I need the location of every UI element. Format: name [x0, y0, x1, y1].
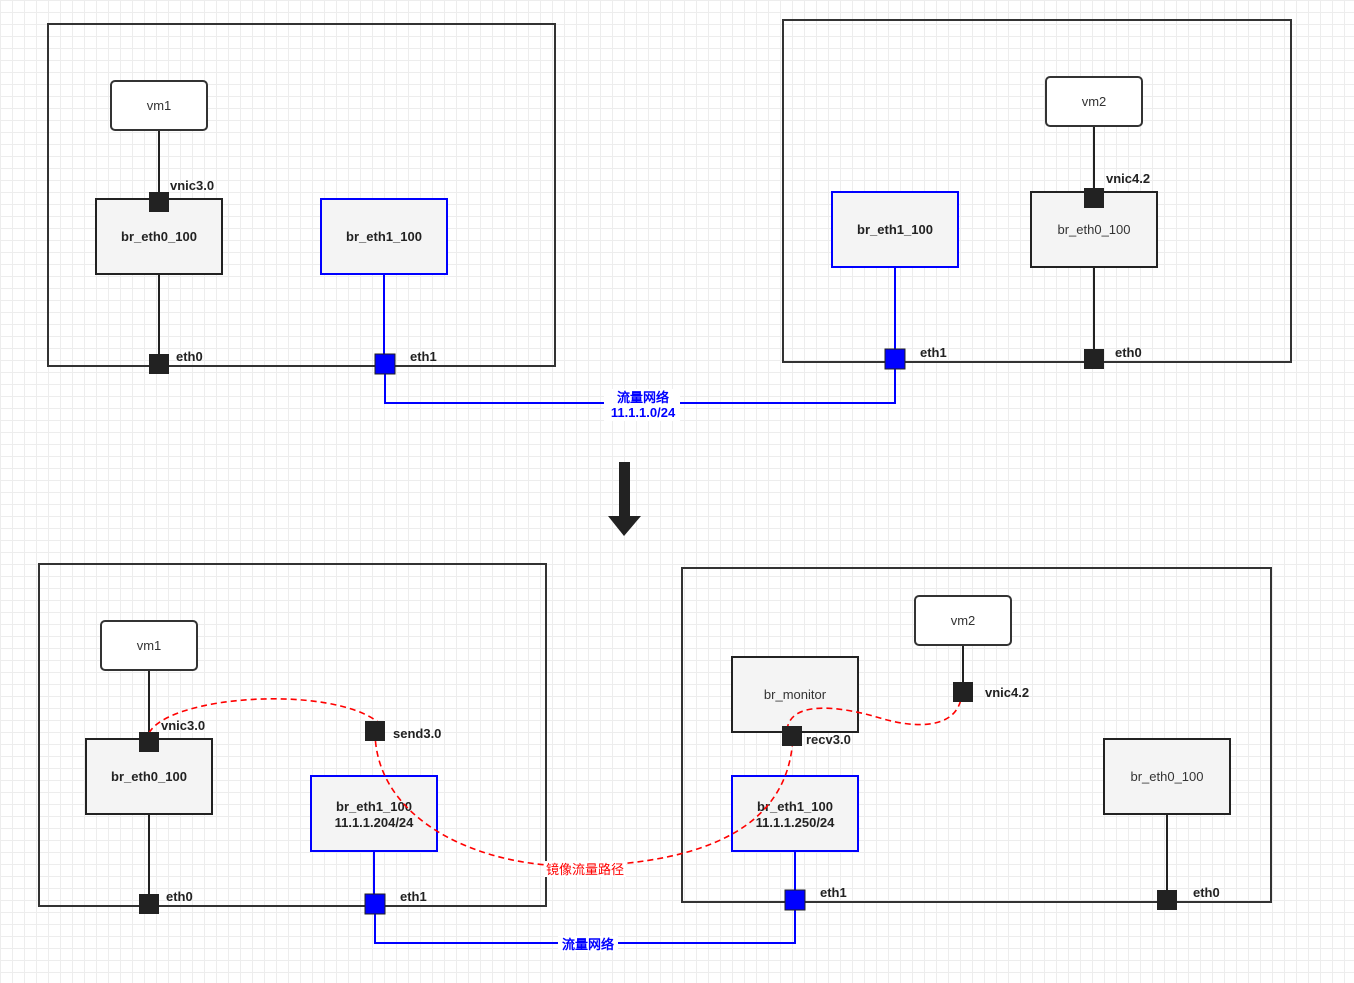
send-label: send3.0 — [393, 726, 441, 741]
br-eth1-label: br_eth1_100 — [757, 799, 833, 814]
eth0-port[interactable] — [139, 894, 159, 914]
send-port[interactable] — [365, 721, 385, 741]
br-eth1-box[interactable] — [310, 775, 438, 852]
eth1-port[interactable] — [364, 893, 386, 915]
eth0-label: eth0 — [1193, 885, 1220, 900]
eth1-port[interactable] — [784, 889, 806, 911]
traffic-network-label: 流量网络 — [617, 390, 669, 405]
br-eth0-label: br_eth0_100 — [1057, 222, 1130, 237]
br-eth1-label: br_eth1_100 — [346, 229, 422, 244]
recv-label: recv3.0 — [806, 732, 851, 747]
eth1-label: eth1 — [410, 349, 437, 364]
host2-container — [681, 567, 1272, 903]
br-monitor-box[interactable] — [731, 656, 859, 733]
eth1-label: eth1 — [820, 885, 847, 900]
br-eth1-label: br_eth1_100 — [336, 799, 412, 814]
down-arrow-icon — [608, 462, 641, 536]
eth0-label: eth0 — [166, 889, 193, 904]
traffic-network-cidr: 11.1.1.0/24 — [611, 405, 676, 420]
vnic-port[interactable] — [953, 682, 973, 702]
eth0-port[interactable] — [149, 354, 169, 374]
eth0-port[interactable] — [1157, 890, 1177, 910]
vm2-label: vm2 — [951, 613, 976, 628]
br-eth1-box[interactable] — [731, 775, 859, 852]
eth0-label: eth0 — [1115, 345, 1142, 360]
eth1-label: eth1 — [920, 345, 947, 360]
vnic-label: vnic3.0 — [170, 178, 214, 193]
mirror-path-left — [148, 698, 379, 734]
eth0-port[interactable] — [1084, 349, 1104, 369]
br-eth0-label: br_eth0_100 — [1130, 769, 1203, 784]
br-eth1-box[interactable] — [831, 191, 959, 268]
traffic-network-label: 流量网络 — [562, 937, 614, 952]
vnic-label: vnic4.2 — [985, 685, 1029, 700]
eth1-label: eth1 — [400, 889, 427, 904]
vnic-port[interactable] — [149, 192, 169, 212]
vnic-port[interactable] — [1084, 188, 1104, 208]
br-eth1-label: br_eth1_100 — [857, 222, 933, 237]
vnic-label: vnic3.0 — [161, 718, 205, 733]
vm2-label: vm2 — [1082, 94, 1107, 109]
vnic-label: vnic4.2 — [1106, 171, 1150, 186]
br-eth1-ip: 11.1.1.250/24 — [756, 815, 836, 830]
br-eth0-label: br_eth0_100 — [111, 769, 187, 784]
vm1-box[interactable] — [110, 80, 208, 131]
vm2-box[interactable] — [914, 595, 1012, 646]
eth0-label: eth0 — [176, 349, 203, 364]
br-monitor-label: br_monitor — [764, 687, 827, 702]
host1-container — [38, 563, 547, 907]
br-eth0-label: br_eth0_100 — [121, 229, 197, 244]
mirror-path-label: 镜像流量路径 — [546, 862, 624, 877]
mirror-path-right — [786, 691, 963, 731]
br-eth1-ip: 11.1.1.204/24 — [335, 815, 415, 830]
br-eth1-box[interactable] — [320, 198, 448, 275]
host1-container — [47, 23, 556, 367]
recv-port[interactable] — [782, 726, 802, 746]
vnic-port[interactable] — [139, 732, 159, 752]
vm2-box[interactable] — [1045, 76, 1143, 127]
mirror-path-main — [374, 730, 794, 867]
vm1-label: vm1 — [147, 98, 172, 113]
host2-container — [782, 19, 1292, 363]
eth1-port[interactable] — [374, 353, 396, 375]
vm1-label: vm1 — [137, 638, 162, 653]
eth1-port[interactable] — [884, 348, 906, 370]
br-eth0-box[interactable] — [1103, 738, 1231, 815]
vm1-box[interactable] — [100, 620, 198, 671]
